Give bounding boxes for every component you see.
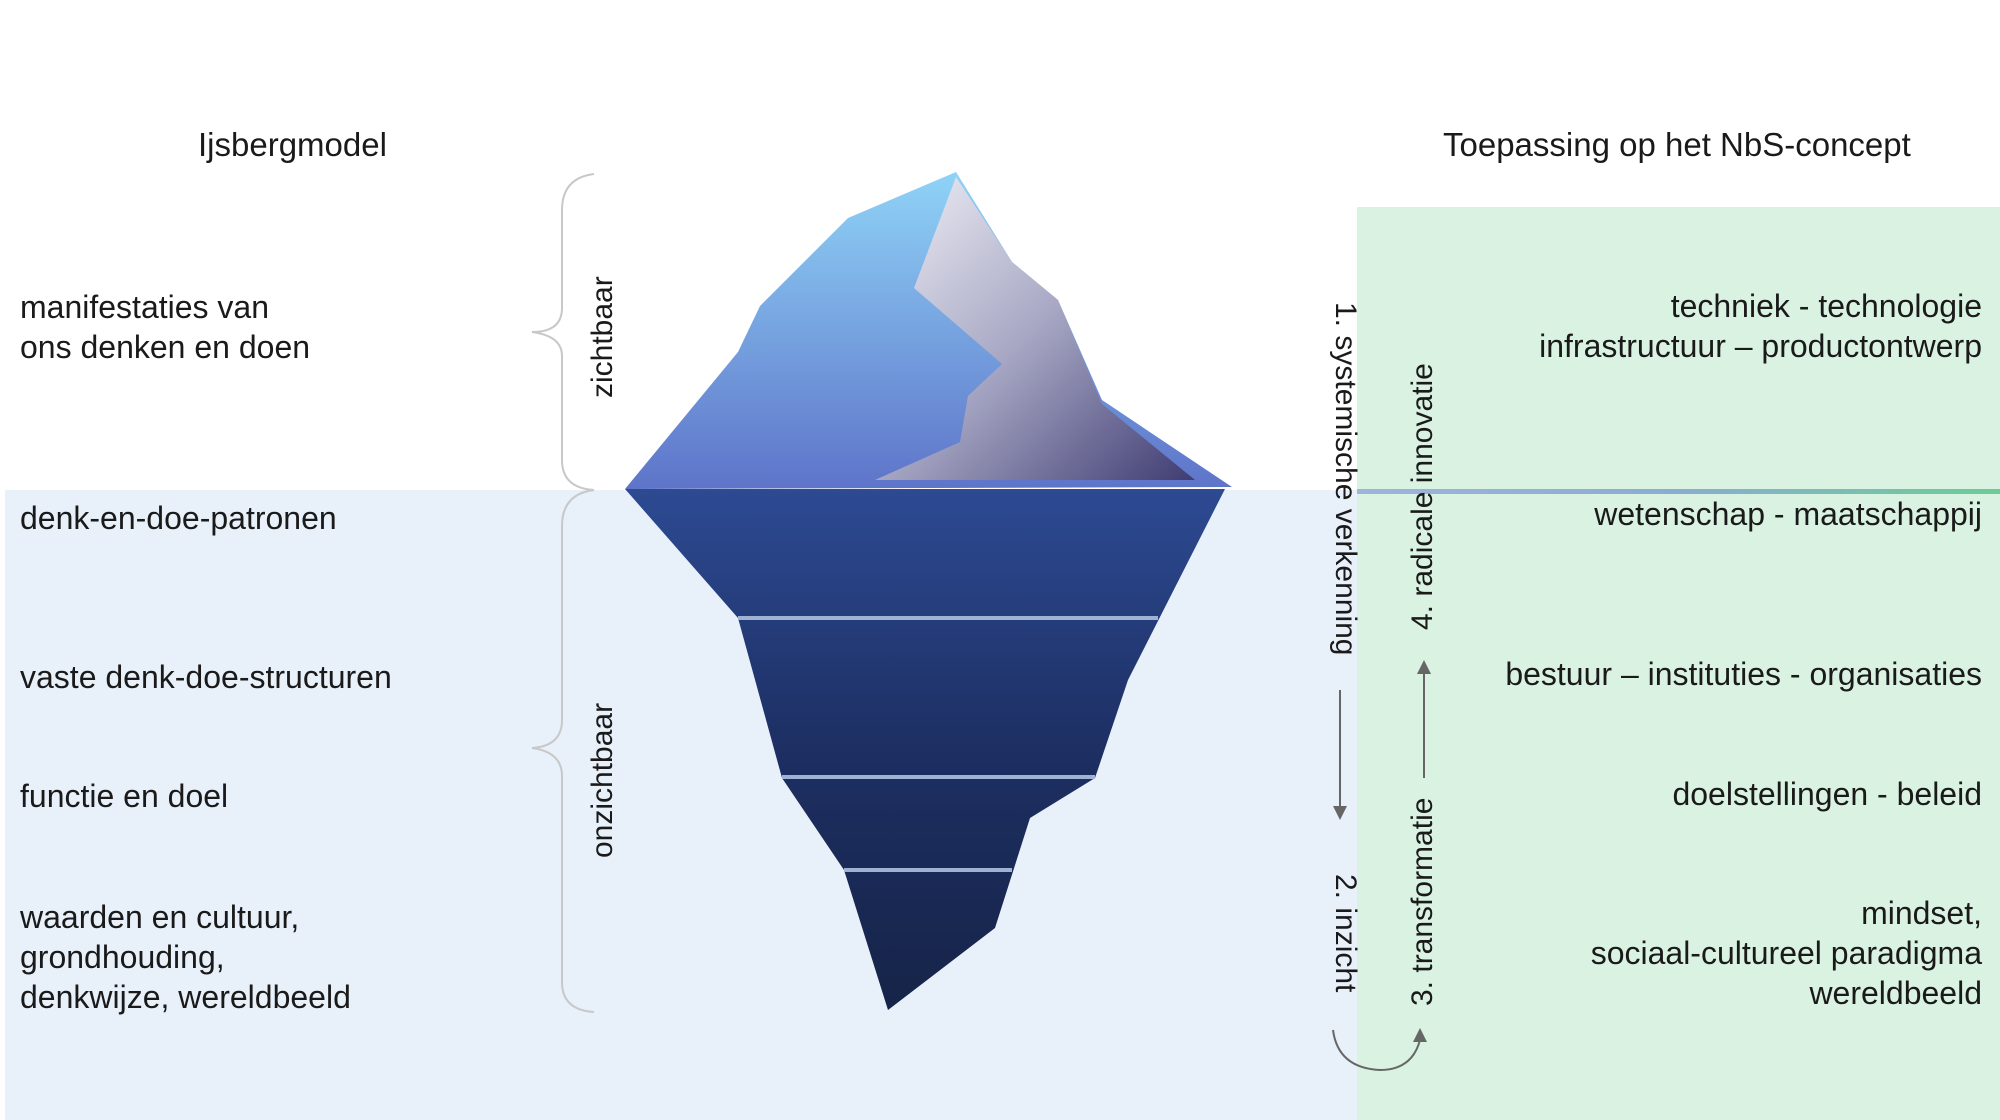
arrow-up-icon bbox=[1417, 660, 1431, 778]
heading-iceberg-model: Ijsbergmodel bbox=[198, 126, 387, 163]
left-level-values: waarden en cultuur, grondhouding, denkwi… bbox=[20, 899, 351, 1015]
left-level-manifestations: manifestaties van ons denken en doen bbox=[20, 289, 311, 365]
right-level-governance: bestuur – instituties - organisaties bbox=[1505, 656, 1982, 692]
right-level-mindset: mindset, sociaal-cultureel paradigma wer… bbox=[1590, 895, 1982, 1011]
right-level-policy: doelstellingen - beleid bbox=[1672, 776, 1982, 812]
label-invisible: onzichtbaar bbox=[586, 702, 619, 858]
step-transformation: 3. transformatie bbox=[1406, 797, 1439, 1006]
step-insight: 2. inzicht bbox=[1329, 874, 1362, 993]
curved-arrow-icon bbox=[1332, 1028, 1427, 1072]
nbs-concept-panel bbox=[1357, 207, 2000, 1120]
arrow-down-icon bbox=[1333, 690, 1347, 820]
heading-nbs-application: Toepassing op het NbS-concept bbox=[1443, 126, 1911, 163]
step-radical-innovation: 4. radicale innovatie bbox=[1406, 363, 1439, 630]
bracket-invisible bbox=[531, 489, 595, 1013]
left-level-structures: vaste denk-doe-structuren bbox=[20, 659, 392, 695]
iceberg-tip-face bbox=[875, 177, 1195, 480]
bracket-visible bbox=[531, 173, 595, 491]
step-systemic-exploration: 1. systemische verkenning bbox=[1329, 302, 1362, 656]
iceberg-body bbox=[625, 489, 1225, 1010]
left-level-patterns: denk-en-doe-patronen bbox=[20, 500, 337, 536]
waterline bbox=[1357, 489, 2000, 494]
label-visible: zichtbaar bbox=[586, 276, 619, 398]
left-level-function: functie en doel bbox=[20, 778, 229, 814]
right-level-science: wetenschap - maatschappij bbox=[1594, 496, 1982, 532]
right-level-technology: techniek - technologie infrastructuur – … bbox=[1539, 288, 1982, 364]
